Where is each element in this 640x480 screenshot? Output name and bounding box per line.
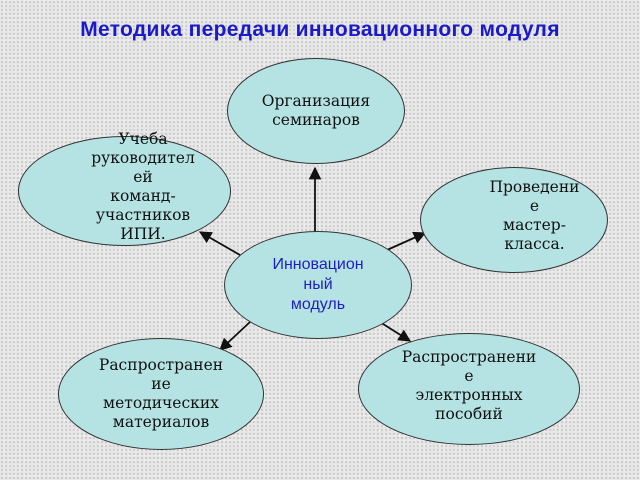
node-materials bbox=[58, 338, 264, 450]
arrow-to-electronic bbox=[379, 321, 412, 342]
node-masterclass-label: Проведени е мастер- класса. bbox=[489, 178, 580, 253]
node-masterclass bbox=[420, 167, 608, 273]
node-materials-label: Распространен ие методических материалов bbox=[98, 356, 224, 431]
node-center bbox=[224, 231, 412, 339]
arrow-to-masterclass bbox=[386, 231, 427, 251]
page-title: Методика передачи инновационного модуля bbox=[80, 18, 560, 41]
node-electronic-label: Распространени е электронных пособий bbox=[401, 348, 537, 423]
arrow-to-materials bbox=[219, 321, 251, 351]
arrow-to-training bbox=[198, 231, 241, 256]
node-training bbox=[18, 136, 231, 246]
node-center-label: Инновацион ный модуль bbox=[272, 256, 364, 313]
node-seminars bbox=[227, 58, 405, 164]
node-electronic bbox=[358, 333, 580, 445]
node-training-label: Учеба руководител ей команд- участников … bbox=[91, 130, 195, 243]
node-seminars-label: Организация семинаров bbox=[261, 92, 371, 129]
